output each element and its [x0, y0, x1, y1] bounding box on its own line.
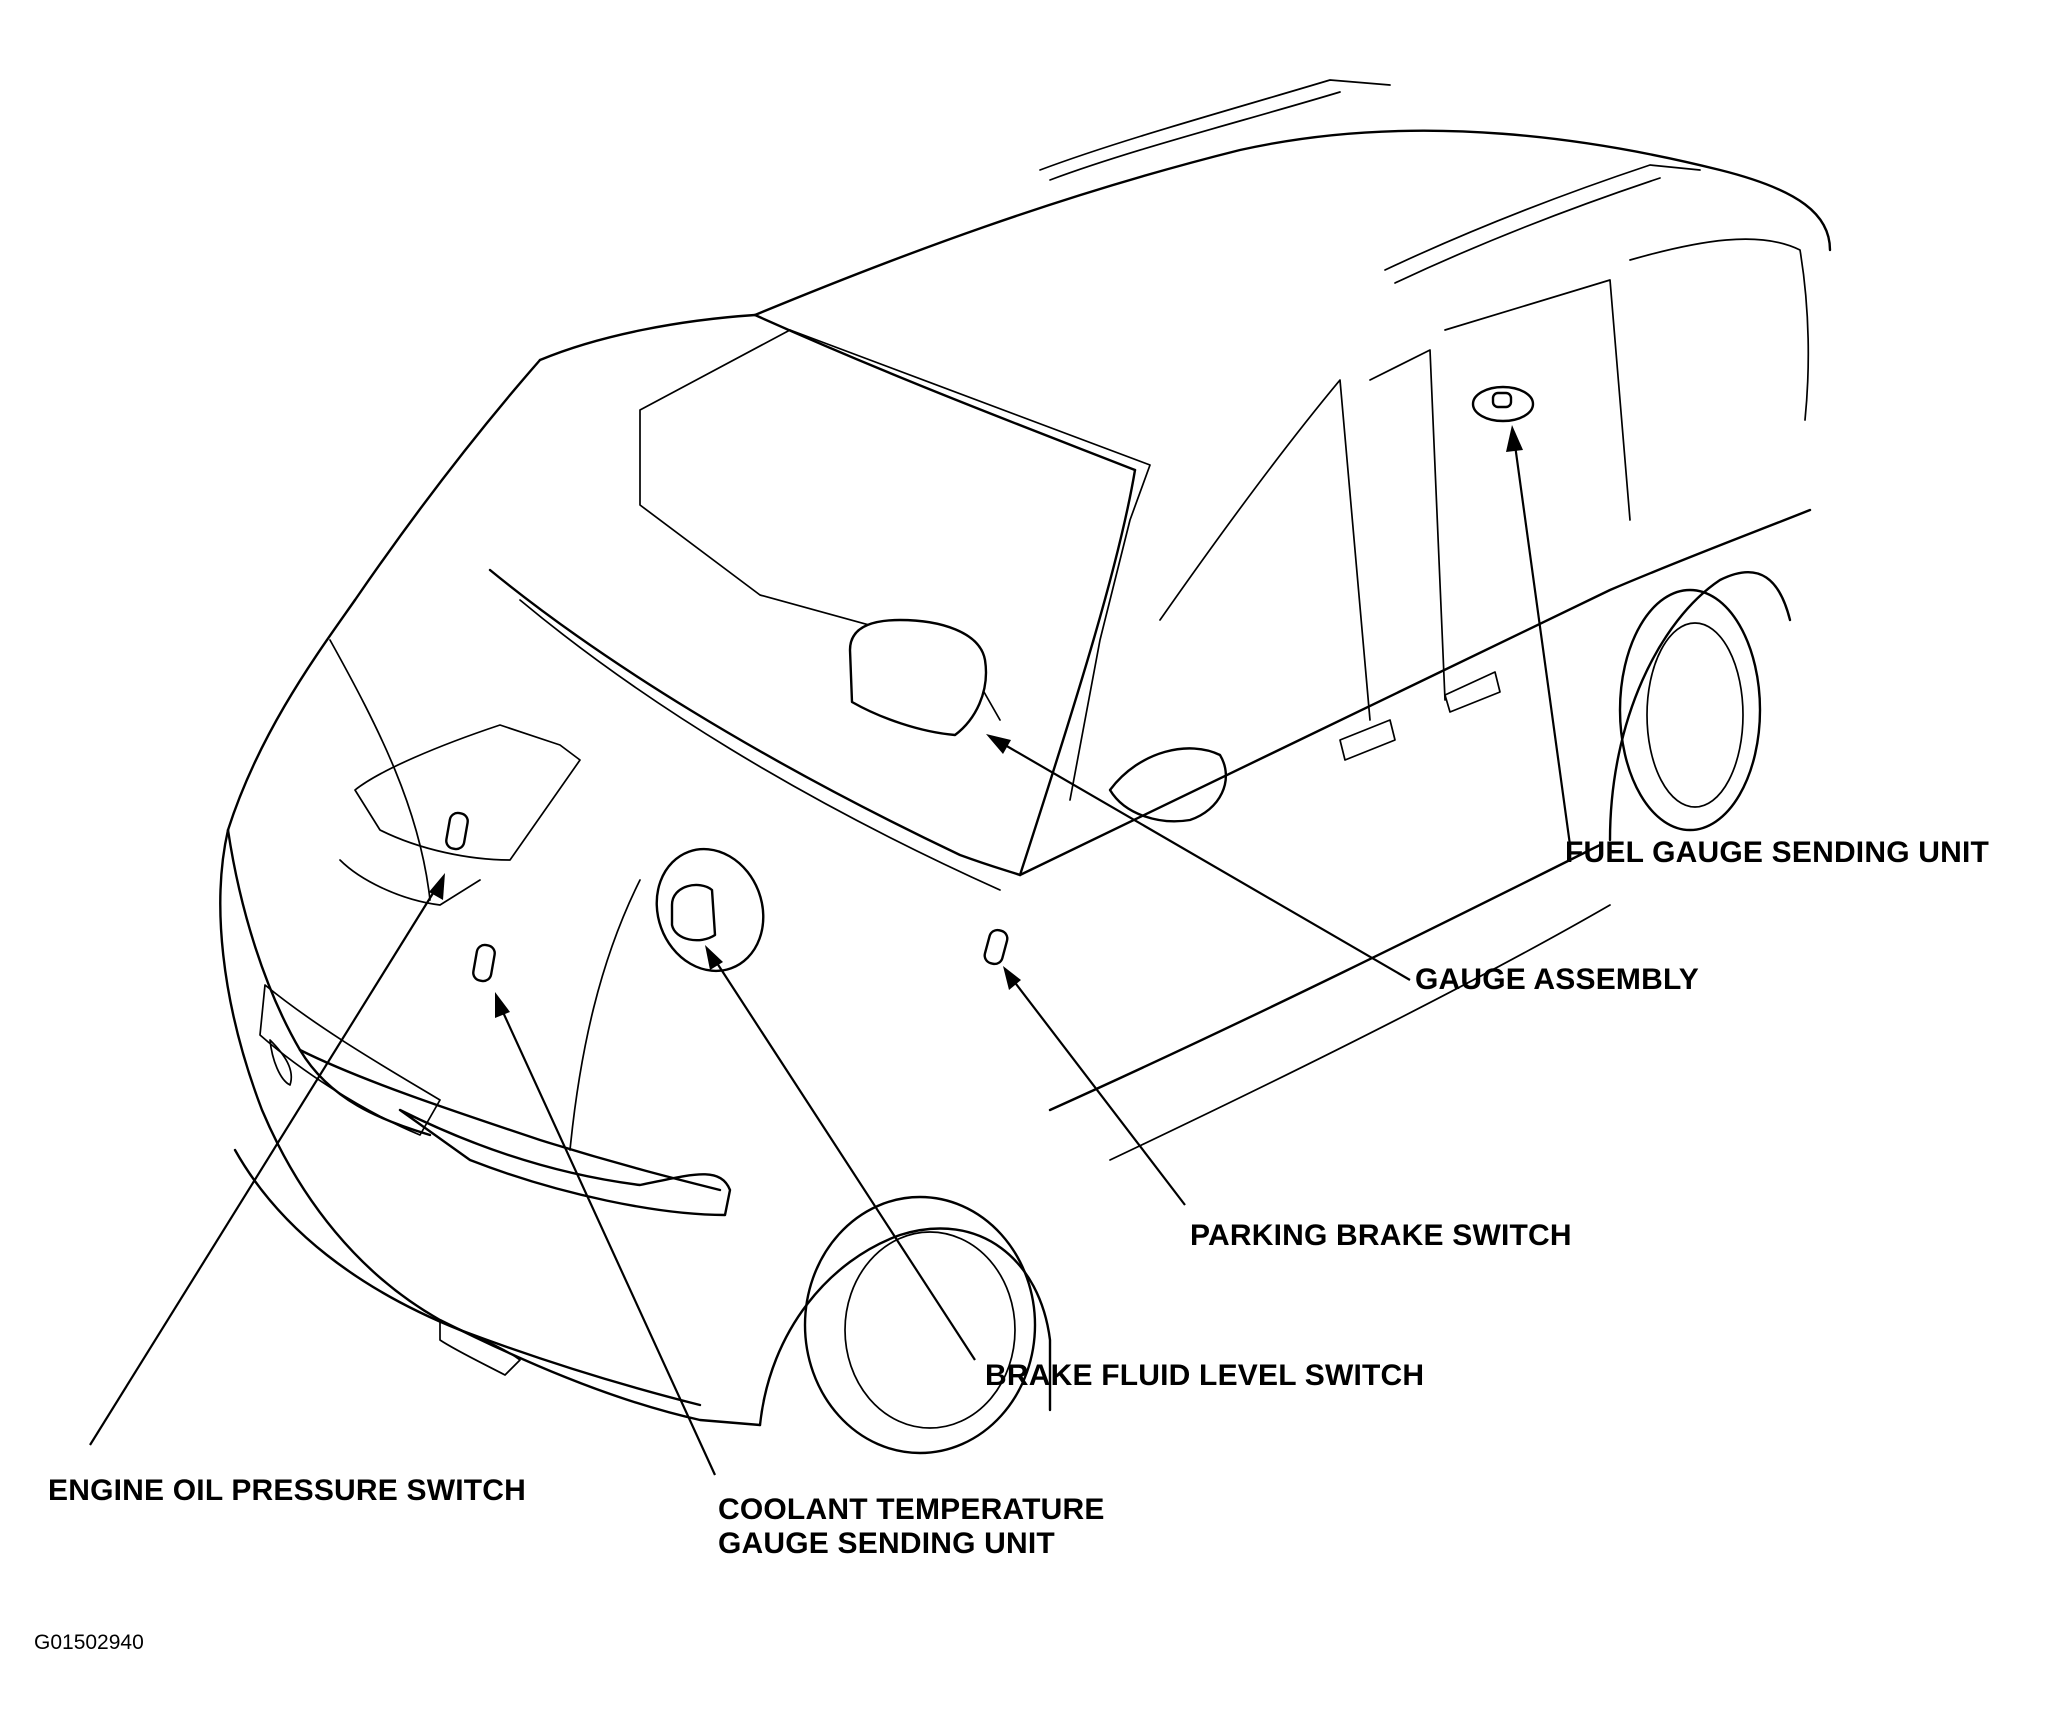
label-coolant-temperature-line2: GAUGE SENDING UNIT [718, 1527, 1055, 1560]
brake-fluid-reservoir [655, 847, 765, 973]
leader-lines [89, 425, 1572, 1476]
fuel-gauge-sending-unit [1471, 385, 1535, 423]
parking-brake-switch [983, 928, 1009, 966]
engine-compartment-detail [339, 724, 581, 906]
label-gauge-assembly: GAUGE ASSEMBLY [1415, 963, 1699, 996]
label-engine-oil-pressure-switch: ENGINE OIL PRESSURE SWITCH [48, 1474, 527, 1507]
figure-code: G01502940 [34, 1631, 144, 1654]
label-coolant-temperature-line1: COOLANT TEMPERATURE [718, 1493, 1105, 1526]
label-fuel-gauge-sending-unit: FUEL GAUGE SENDING UNIT [1565, 836, 1990, 869]
gauge-assembly-unit [848, 618, 988, 737]
label-brake-fluid-level-switch: BRAKE FLUID LEVEL SWITCH [985, 1359, 1425, 1392]
label-parking-brake-switch: PARKING BRAKE SWITCH [1190, 1219, 1572, 1252]
engine-oil-pressure-switch [445, 811, 469, 851]
coolant-temperature-sending-unit [472, 943, 496, 983]
van-body [219, 79, 1832, 1455]
